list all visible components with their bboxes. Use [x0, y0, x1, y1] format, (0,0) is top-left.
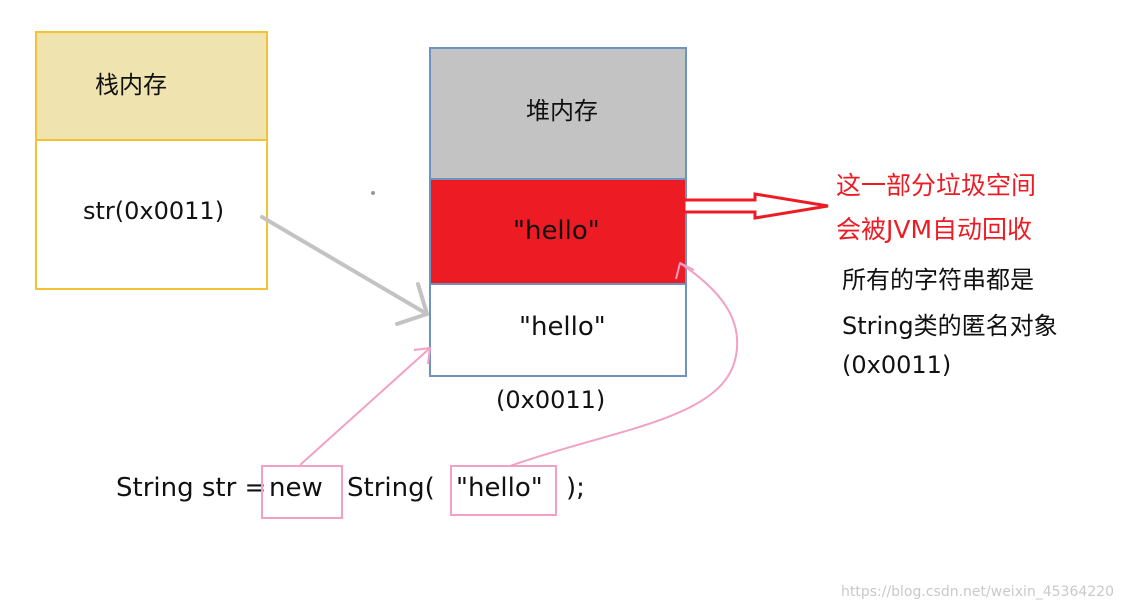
heap-memory-header: 堆内存 — [431, 49, 685, 180]
new-to-heap-arrow — [299, 347, 431, 466]
code-closing: ); — [566, 473, 585, 503]
stack-variable-label: str(0x0011) — [83, 197, 225, 225]
code-constructor: String( — [347, 473, 435, 503]
gc-note-line1: 这一部分垃圾空间 — [836, 171, 1037, 200]
anon-note-line2: String类的匿名对象 — [842, 312, 1058, 340]
heap-object-value: "hello" — [519, 312, 606, 342]
stack-memory-title: 栈内存 — [95, 71, 167, 99]
code-literal-highlight — [450, 465, 557, 516]
heap-garbage-value: "hello" — [513, 216, 600, 246]
code-string-literal: "hello" — [456, 473, 543, 503]
gc-note-line2: 会被JVM自动回收 — [836, 215, 1033, 244]
stack-to-heap-arrow — [260, 215, 429, 326]
code-declaration: String str = — [116, 473, 267, 503]
garbage-collect-arrow — [682, 192, 829, 220]
literal-to-garbage-arrow — [509, 262, 739, 467]
code-new-highlight — [261, 465, 343, 519]
anon-note-line1: 所有的字符串都是 — [842, 266, 1034, 294]
stack-memory-header: 栈内存 — [37, 33, 266, 141]
anon-note-line3: (0x0011) — [842, 351, 952, 379]
stack-memory-box: 栈内存 str(0x0011) — [35, 31, 268, 290]
heap-garbage-block: "hello" — [431, 180, 685, 285]
code-new-keyword: new — [269, 473, 323, 503]
watermark-url: https://blog.csdn.net/weixin_45364220 — [840, 584, 1114, 600]
stray-dot — [371, 191, 375, 195]
heap-memory-box: 堆内存 "hello" "hello" — [429, 47, 687, 377]
heap-address-label: (0x0011) — [496, 386, 606, 414]
heap-memory-title: 堆内存 — [526, 97, 598, 125]
